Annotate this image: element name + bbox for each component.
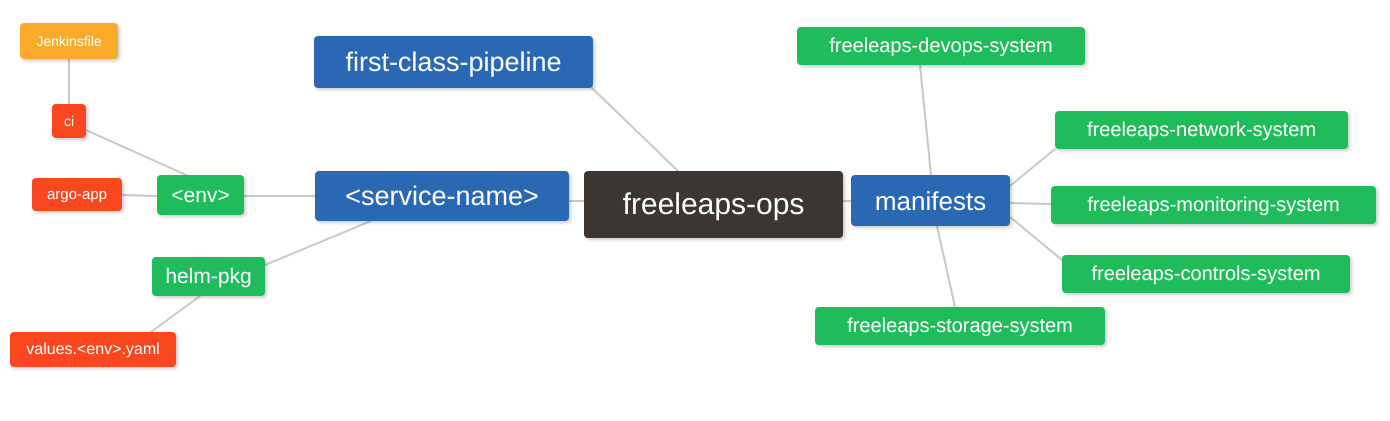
edge-firstclass-ops bbox=[591, 87, 679, 172]
node-label: <service-name> bbox=[345, 180, 539, 211]
edge-manifests-storage bbox=[936, 225, 956, 308]
node-label: helm-pkg bbox=[165, 265, 252, 288]
node-jenkinsfile[interactable]: Jenkinsfile bbox=[20, 23, 118, 59]
node-label: freeleaps-network-system bbox=[1087, 119, 1316, 141]
edge-helmpkg-servicename bbox=[264, 220, 372, 266]
node-storage-system[interactable]: freeleaps-storage-system bbox=[815, 307, 1105, 345]
node-label: first-class-pipeline bbox=[345, 46, 562, 77]
node-first-class-pipeline[interactable]: first-class-pipeline bbox=[314, 36, 593, 88]
node-label: freeleaps-ops bbox=[622, 187, 805, 221]
node-monitoring-system[interactable]: freeleaps-monitoring-system bbox=[1051, 186, 1376, 224]
node-label: argo-app bbox=[46, 186, 108, 203]
node-service-name[interactable]: <service-name> bbox=[315, 171, 569, 221]
node-devops-system[interactable]: freeleaps-devops-system bbox=[797, 27, 1085, 65]
node-label: manifests bbox=[874, 185, 987, 216]
node-values-yaml[interactable]: values.<env>.yaml bbox=[10, 332, 176, 367]
node-freeleaps-ops[interactable]: freeleaps-ops bbox=[584, 171, 843, 238]
edge-argoapp-env bbox=[121, 194, 158, 197]
node-helm-pkg[interactable]: helm-pkg bbox=[152, 257, 265, 296]
edge-manifests-monitoring bbox=[1009, 202, 1052, 205]
node-label: values.<env>.yaml bbox=[26, 340, 160, 358]
node-controls-system[interactable]: freeleaps-controls-system bbox=[1062, 255, 1350, 293]
node-manifests[interactable]: manifests bbox=[851, 175, 1010, 226]
node-label: freeleaps-controls-system bbox=[1091, 263, 1321, 285]
node-label: freeleaps-monitoring-system bbox=[1087, 194, 1340, 216]
edge-valuesyaml-helmpkg bbox=[150, 295, 201, 333]
node-label: freeleaps-storage-system bbox=[847, 315, 1073, 337]
node-env[interactable]: <env> bbox=[157, 175, 244, 215]
edge-manifests-network bbox=[1009, 148, 1056, 187]
node-ci[interactable]: ci bbox=[52, 104, 86, 138]
node-label: Jenkinsfile bbox=[36, 33, 102, 49]
node-network-system[interactable]: freeleaps-network-system bbox=[1055, 111, 1348, 149]
node-label: ci bbox=[63, 113, 75, 129]
edge-ci-env bbox=[85, 129, 187, 176]
edge-manifests-devops bbox=[919, 64, 932, 176]
node-argo-app[interactable]: argo-app bbox=[32, 178, 122, 211]
node-label: <env> bbox=[171, 183, 230, 207]
node-label: freeleaps-devops-system bbox=[829, 35, 1053, 57]
